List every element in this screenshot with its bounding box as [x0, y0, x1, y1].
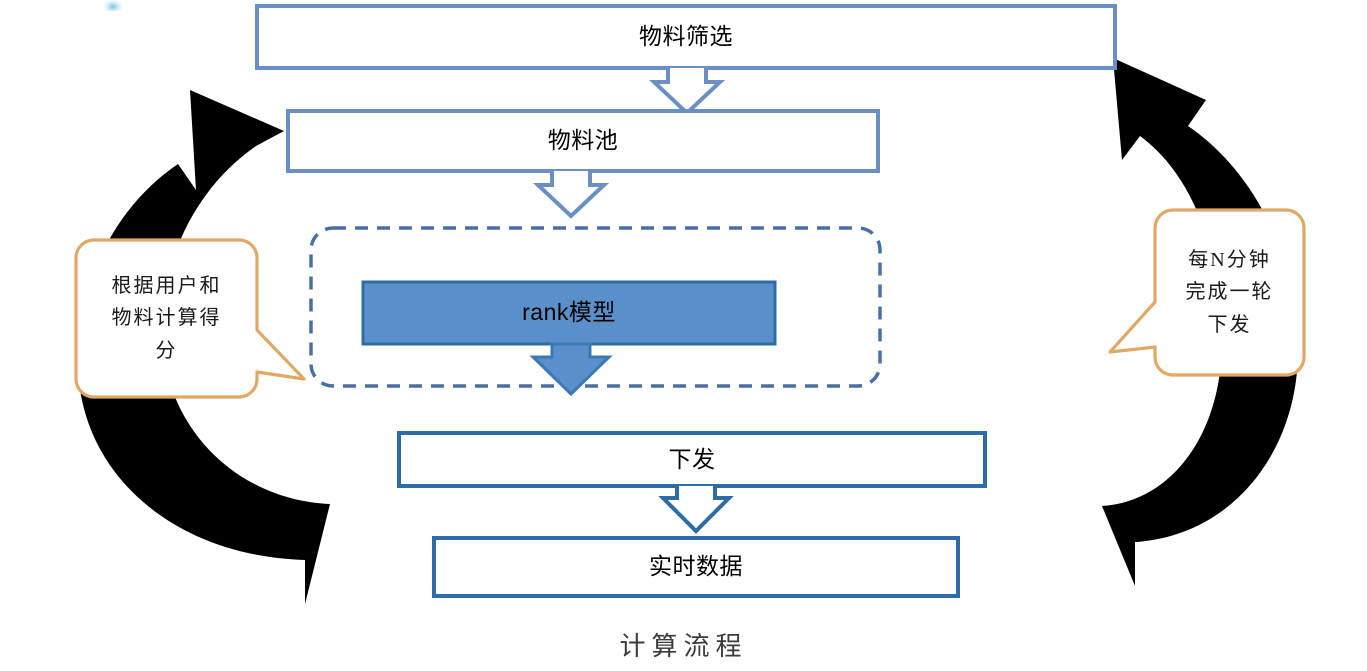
score-callout-line-2: 物料计算得: [111, 307, 222, 330]
interval-callout-text: 每N分钟 完成一轮 下发: [1155, 210, 1304, 375]
diagram-caption: 计算流程: [619, 632, 748, 661]
rank-model-group-container: [309, 226, 882, 388]
interval-callout-line-1: 每N分钟: [1188, 248, 1271, 271]
interval-callout-line-2: 完成一轮: [1185, 281, 1274, 304]
right-cycle-arrow: [1102, 58, 1298, 586]
box-rank-model: [361, 280, 777, 346]
score-callout-line-1: 根据用户和: [111, 274, 222, 297]
box-realtime-data: [432, 536, 960, 598]
left-cycle-arrow: [78, 90, 330, 604]
interval-callout-line-3: 下发: [1207, 313, 1252, 336]
interval-callout-bubble: [1108, 208, 1306, 377]
box-dispatch: [397, 431, 987, 488]
box-label-dispatch: 下发: [668, 445, 716, 472]
connector-arrow-1: [648, 68, 726, 116]
box-label-realtime-data: 实时数据: [649, 553, 743, 580]
box-label-rank-model: rank模型: [522, 299, 616, 326]
score-callout-line-3: 分: [155, 339, 178, 362]
box-label-material-pool: 物料池: [547, 127, 619, 154]
connector-arrow-4: [658, 486, 734, 534]
score-callout-bubble: [74, 238, 306, 399]
box-material-pool: [286, 109, 880, 173]
connector-arrow-3: [529, 342, 613, 397]
connector-arrow-2: [532, 171, 610, 219]
box-label-material-screening: 物料筛选: [639, 23, 733, 50]
score-callout-text: 根据用户和 物料计算得 分: [76, 240, 257, 397]
